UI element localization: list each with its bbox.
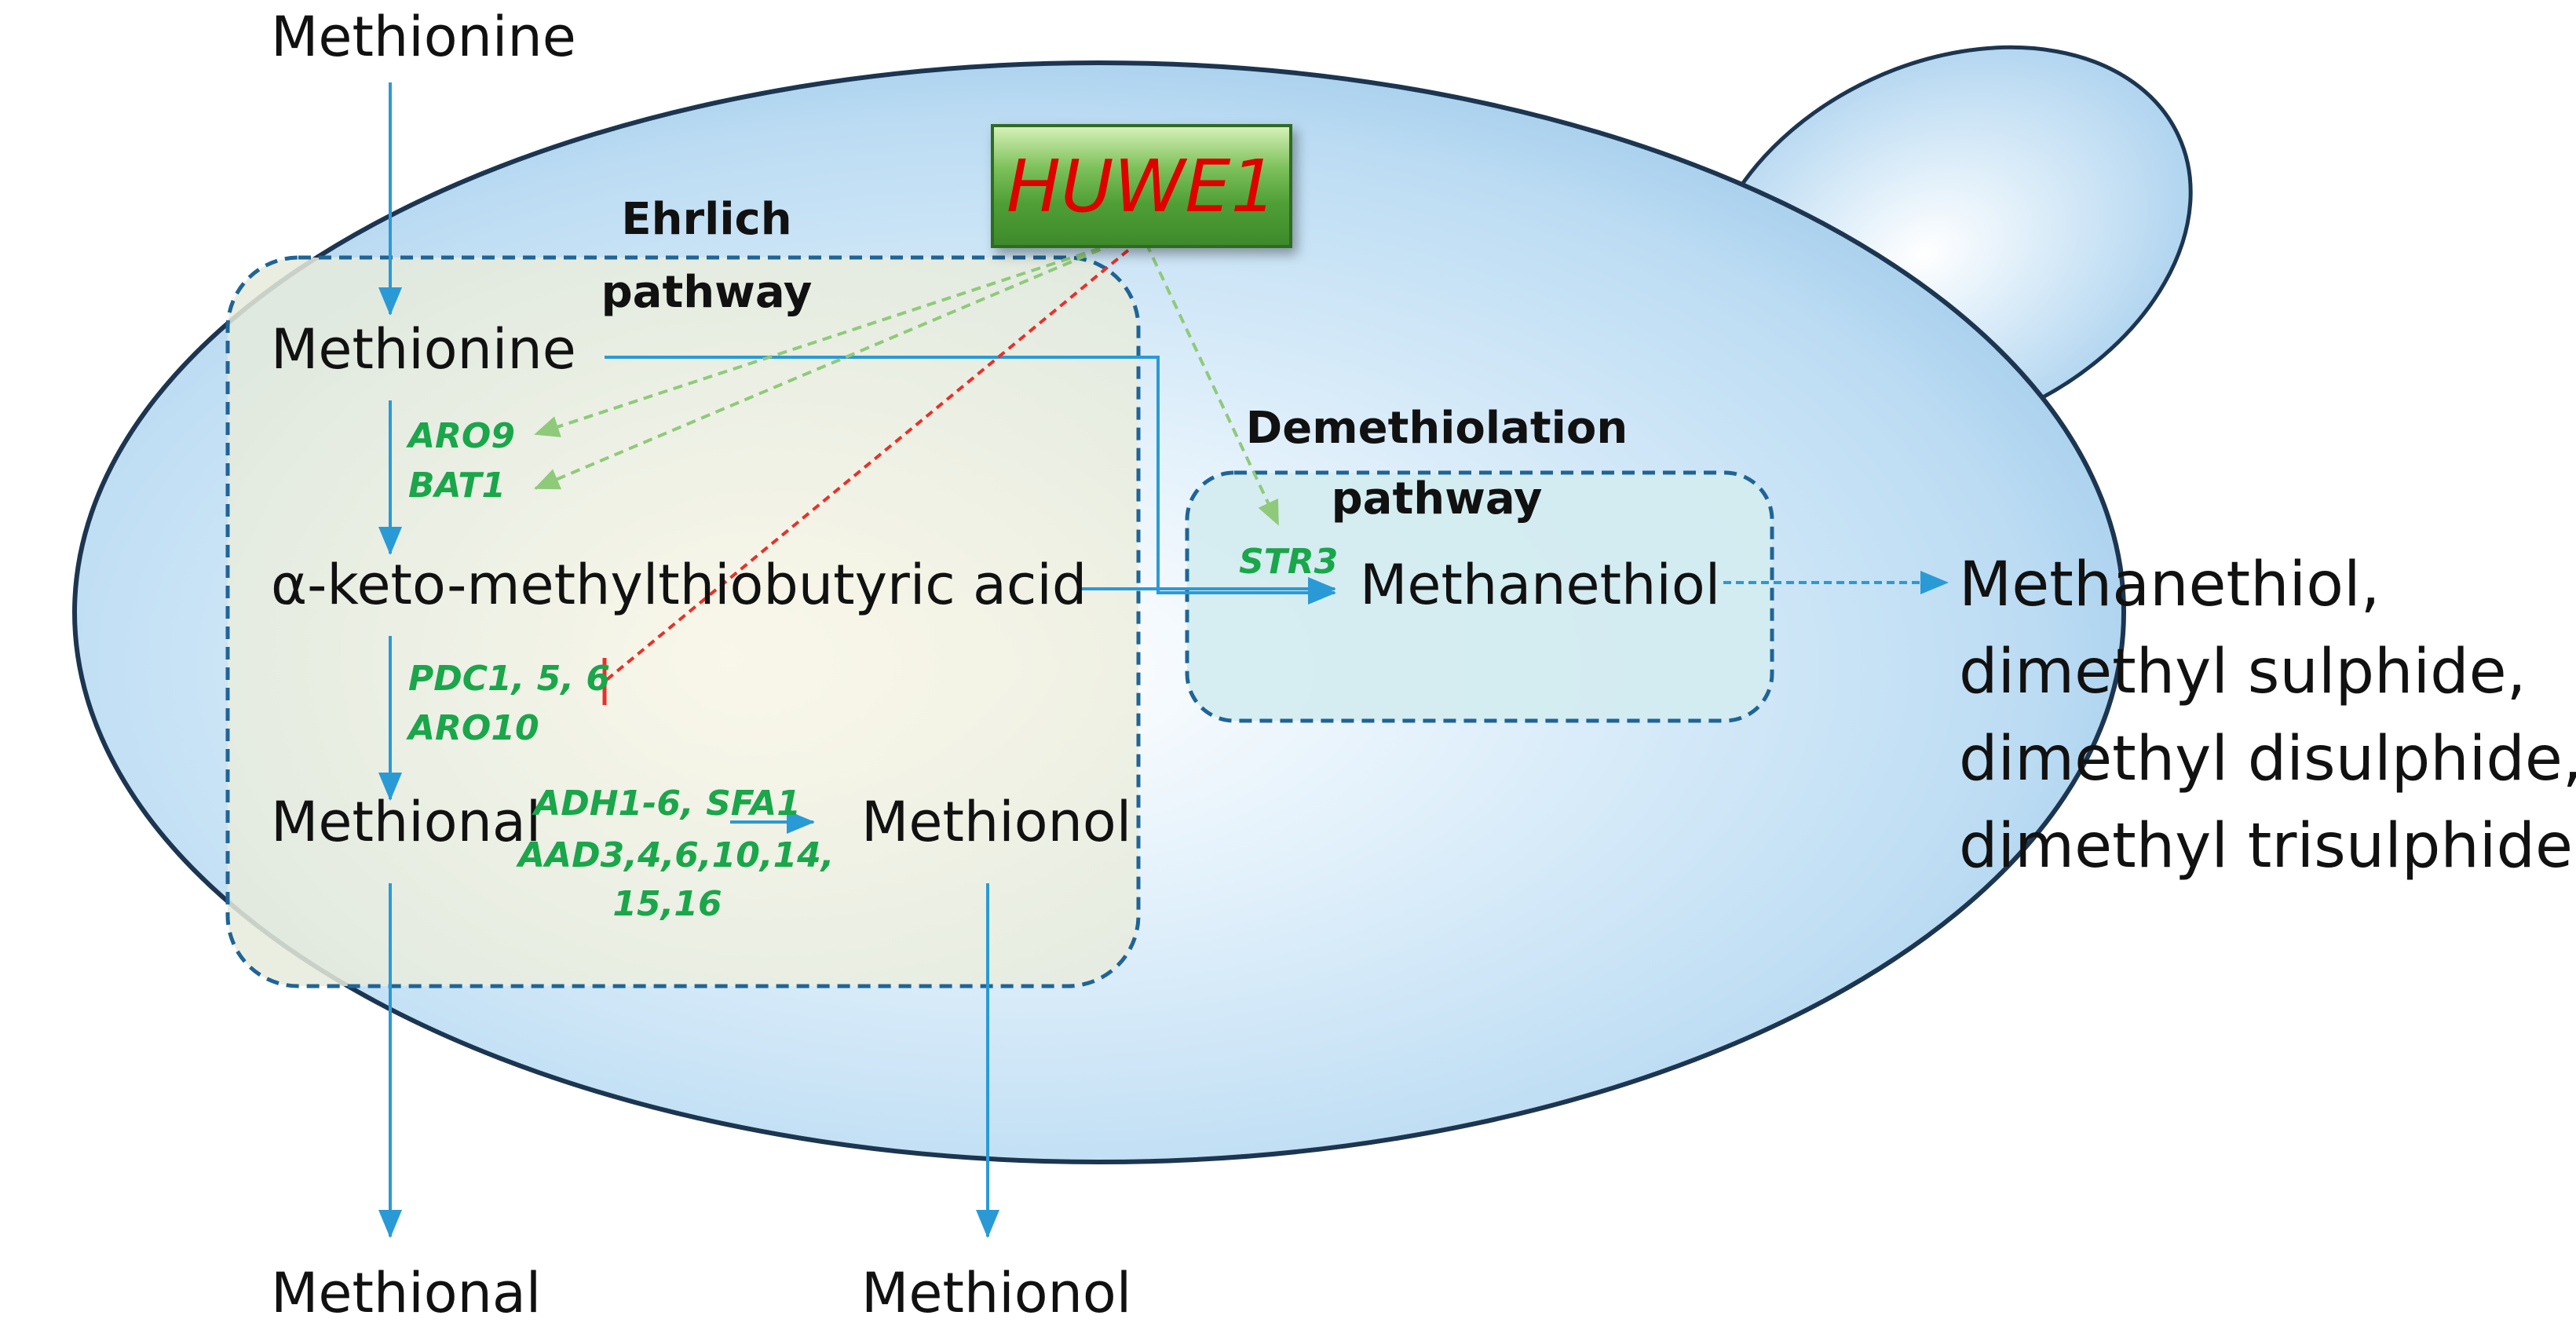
- huwe1-box: HUWE1: [991, 124, 1292, 248]
- keto-acid-label: α-keto-methylthiobutyric acid: [271, 553, 1087, 617]
- enzyme-str3: STR3: [1239, 542, 1339, 582]
- ehrlich-title-line1: Ehrlich: [621, 194, 792, 245]
- enzyme-aad-line2: 15,16: [612, 884, 722, 924]
- activation-huwe1-bat1: [534, 242, 1116, 490]
- enzyme-aro10: ARO10: [408, 708, 539, 748]
- methional-external-label: Methional: [271, 1261, 542, 1325]
- huwe1-label: HUWE1: [1006, 144, 1277, 228]
- arrow-methionine-to-methanethiol: [605, 356, 1336, 605]
- product-dimethyl-sulphide: dimethyl sulphide,: [1959, 637, 2527, 707]
- activation-huwe1-str3: [1145, 243, 1280, 526]
- activation-huwe1-aro9: [534, 242, 1116, 437]
- methional-label: Methional: [271, 790, 542, 854]
- enzyme-aad-line1: AAD3,4,6,10,14,: [518, 835, 835, 875]
- demethiolation-title-line2: pathway: [1331, 473, 1543, 524]
- demethiolation-pathway-box: [1185, 470, 1774, 723]
- methanethiol-label: Methanethiol: [1360, 553, 1721, 617]
- product-methanethiol: Methanethiol,: [1959, 550, 2381, 620]
- demethiolation-title-line1: Demethiolation: [1245, 403, 1628, 454]
- inhibition-huwe1-pdc: [603, 240, 1140, 683]
- methionol-label: Methionol: [861, 790, 1132, 854]
- enzyme-bat1: BAT1: [408, 466, 506, 506]
- ehrlich-pathway-box: [225, 255, 1141, 988]
- enzyme-aro9: ARO9: [408, 416, 515, 456]
- ehrlich-title-line2: pathway: [601, 267, 813, 318]
- methionol-external-label: Methionol: [861, 1261, 1132, 1325]
- product-dimethyl-trisulphide: dimethyl trisulphide: [1959, 811, 2573, 882]
- product-dimethyl-disulphide: dimethyl disulphide,: [1959, 724, 2576, 795]
- enzyme-pdc: PDC1, 5, 6: [408, 659, 610, 699]
- methionine-label: Methionine: [271, 317, 576, 382]
- methionine-external-label: Methionine: [271, 5, 576, 69]
- enzyme-adh-sfa1: ADH1-6, SFA1: [534, 784, 801, 824]
